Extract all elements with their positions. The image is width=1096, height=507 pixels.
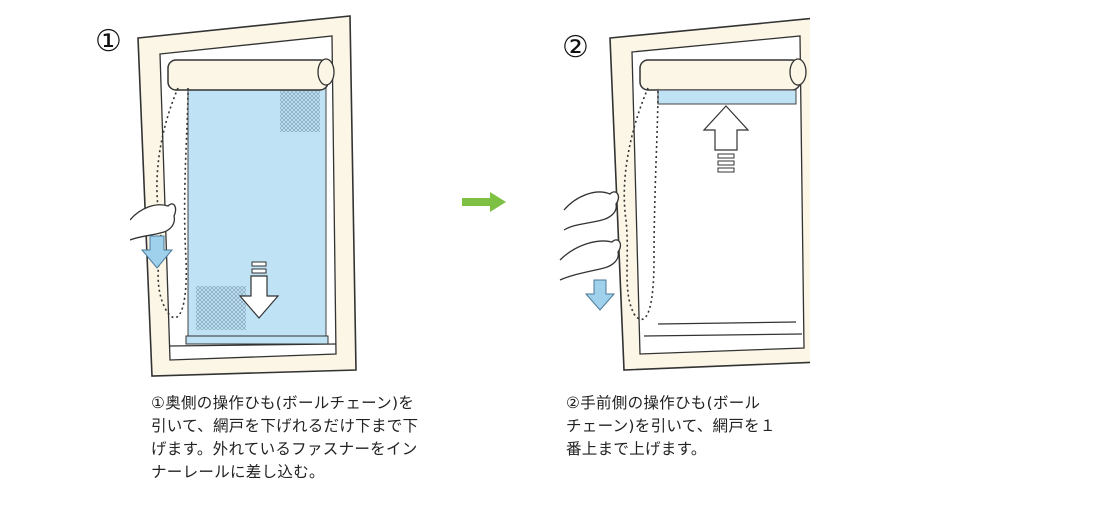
caption-line: ①奥側の操作ひも(ボールチェーン)を <box>151 394 415 412</box>
caption-line: ナーレールに差し込む。 <box>151 463 325 481</box>
caption-line: 引いて、網戸を下げれるだけ下まで下 <box>151 417 419 435</box>
hand-icon <box>563 191 620 231</box>
step-2-caption: ②手前側の操作ひも(ボール チェーン)を引いて、網戸を１ 番上まで上げます。 <box>566 392 776 461</box>
arrow-down-icon <box>140 235 174 269</box>
hand-icon <box>559 239 622 281</box>
step-2-illustration <box>559 17 810 371</box>
caption-line: チェーン)を引いて、網戸を１ <box>566 417 776 435</box>
step-1-number: ① <box>95 24 122 59</box>
hand-icon <box>130 203 177 241</box>
arrow-down-icon <box>238 261 280 319</box>
flow-arrow-right-icon <box>462 192 506 212</box>
step-1-caption: ①奥側の操作ひも(ボールチェーン)を 引いて、網戸を下げれるだけ下まで下 げます… <box>151 392 418 484</box>
screen-mesh <box>657 89 797 105</box>
roller-box <box>639 59 801 91</box>
arrow-up-icon <box>702 105 750 173</box>
arrow-down-icon <box>584 279 616 311</box>
roller-box <box>167 59 329 91</box>
caption-line: げます。外れているファスナーをイン <box>151 440 418 458</box>
step-1-illustration <box>130 15 357 377</box>
step-2-number: ② <box>562 30 589 65</box>
caption-line: 番上まで上げます。 <box>566 440 707 458</box>
caption-line: ②手前側の操作ひも(ボール <box>566 394 761 412</box>
